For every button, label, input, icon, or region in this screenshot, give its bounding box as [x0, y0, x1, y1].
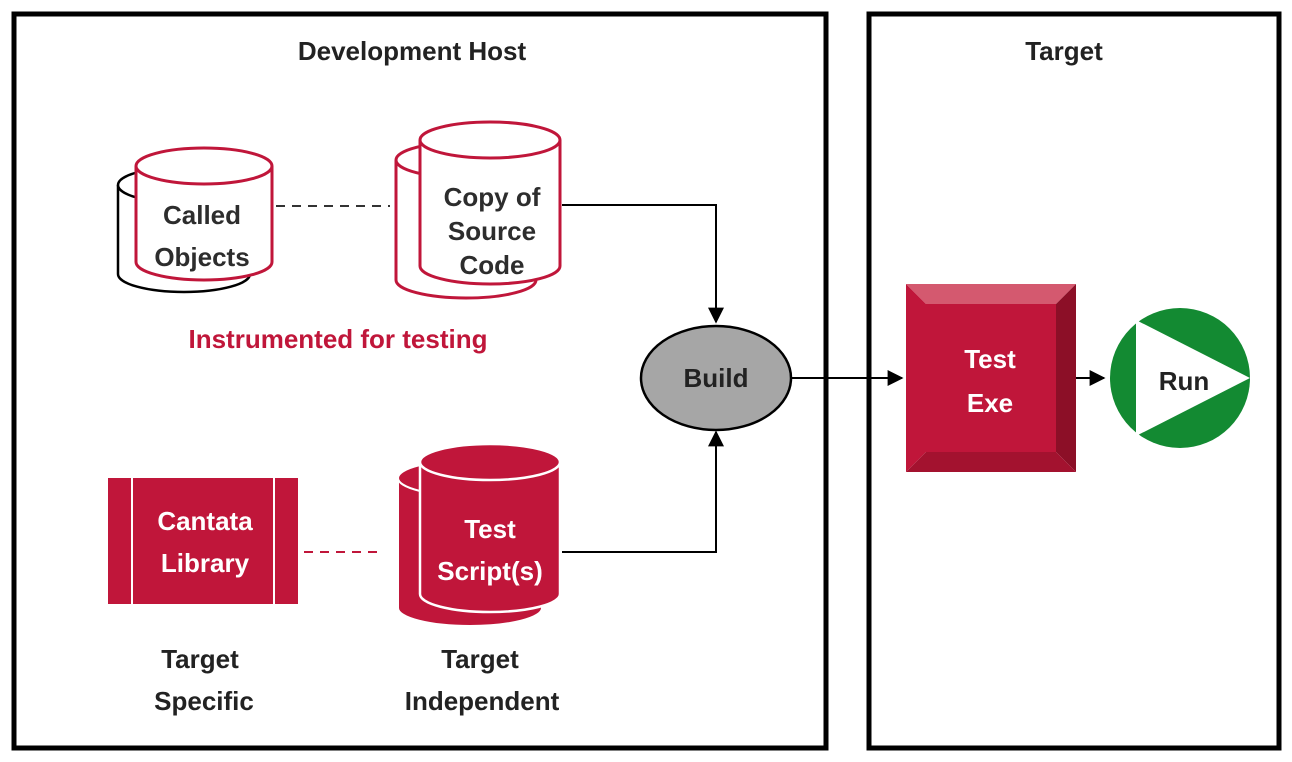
copy-of-source-code-cylinder: Copy of Source Code — [394, 120, 562, 300]
cantata-library-label-line2: Library — [161, 548, 250, 578]
arrow-source-to-build — [562, 204, 724, 324]
target-specific-label-line1: Target — [161, 644, 239, 674]
called-objects-label-line2: Objects — [154, 242, 249, 272]
target-panel-title: Target — [1025, 36, 1103, 66]
cantata-library-label-line1: Cantata — [157, 506, 253, 536]
copy-source-label-line1: Copy of — [444, 182, 541, 212]
build-node: Build — [639, 324, 793, 432]
test-scripts-label-line2: Script(s) — [437, 556, 542, 586]
called-objects-cylinder: Called Objects — [116, 146, 274, 294]
copy-source-label-line3: Code — [460, 250, 525, 280]
build-label: Build — [684, 363, 749, 393]
run-label: Run — [1159, 366, 1210, 396]
run-play-icon: Run — [1110, 308, 1250, 448]
copy-source-label-line2: Source — [448, 216, 536, 246]
arrow-scripts-to-build — [562, 430, 724, 553]
called-objects-label-line1: Called — [163, 200, 241, 230]
test-exe-label-line2: Exe — [967, 388, 1013, 418]
target-specific-label-line2: Specific — [154, 686, 254, 716]
test-exe-label-line1: Test — [964, 344, 1016, 374]
cantata-library-box: Cantata Library — [108, 478, 298, 604]
test-exe-block: Test Exe — [906, 284, 1076, 472]
test-scripts-cylinder: Test Script(s) — [397, 442, 562, 627]
test-scripts-label-line1: Test — [464, 514, 516, 544]
target-independent-label-line2: Independent — [405, 686, 560, 716]
target-independent-label-line1: Target — [441, 644, 519, 674]
instrumented-caption: Instrumented for testing — [188, 324, 487, 354]
development-host-title: Development Host — [298, 36, 527, 66]
